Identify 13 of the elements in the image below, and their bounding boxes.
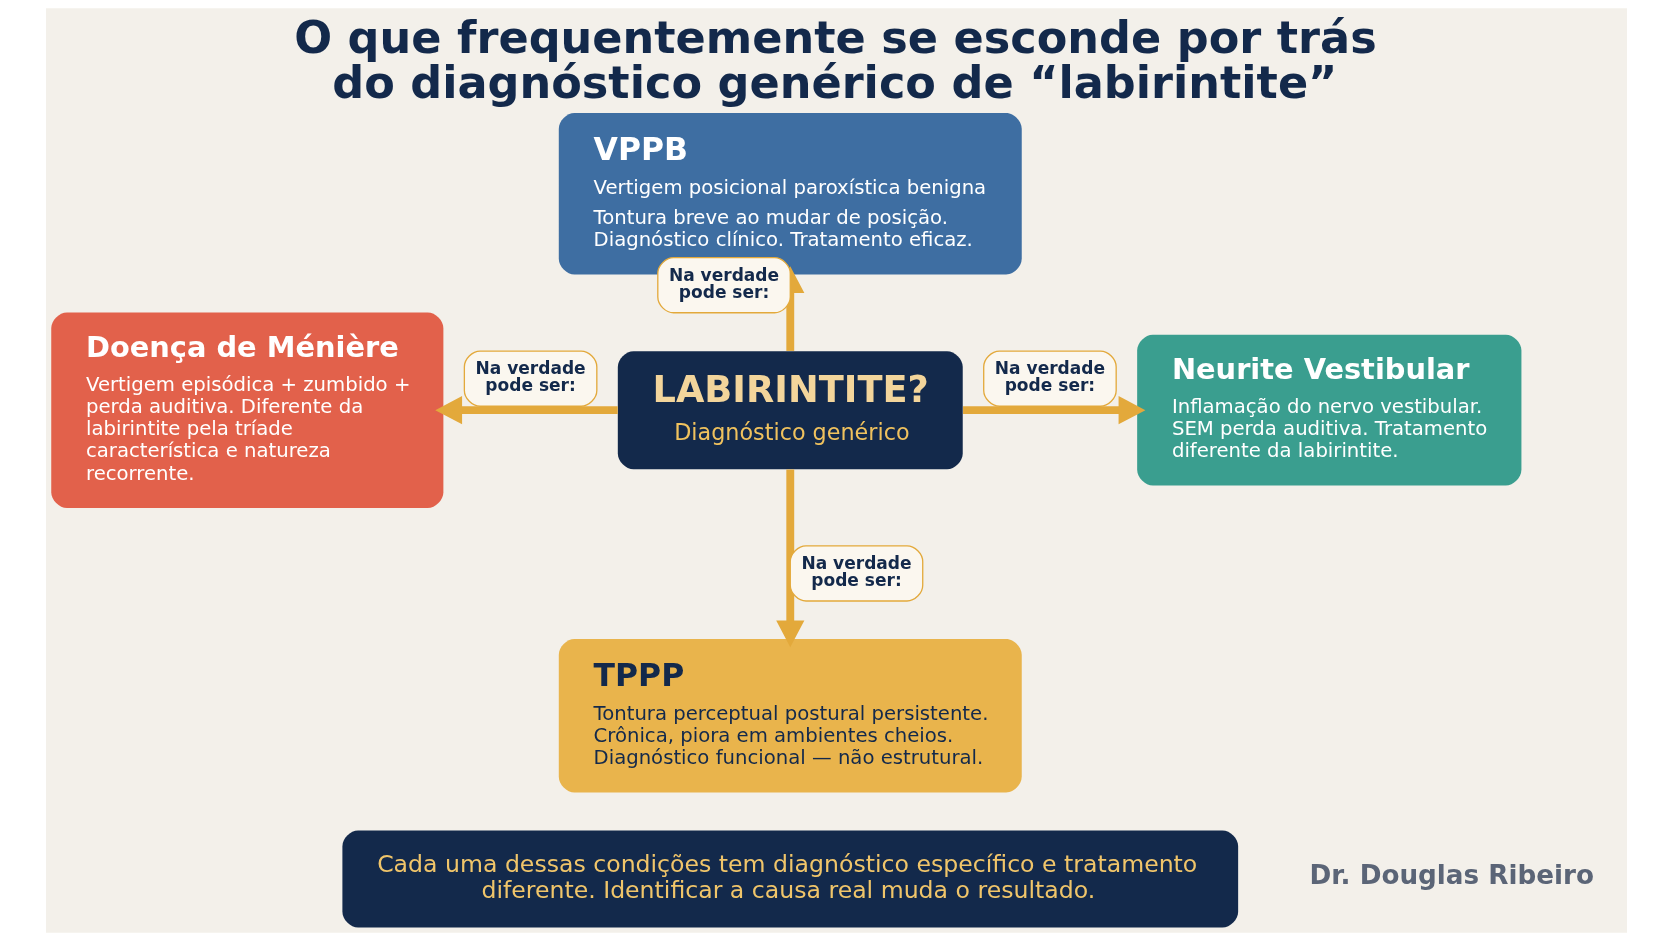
edge-label: Na verdade pode ser:: [800, 552, 912, 590]
label: Dr. Douglas Ribeiro: [1309, 860, 1594, 891]
node-box: Doença de Ménière Vertigem episódica + zumbido + perda auditiva. Diferente da labirintite pela tríade característica e natureza recorrente.: [50, 312, 443, 508]
node-box: Cada uma dessas condições tem diagnóstico específico e tratamento diferente. Identificar a causa real muda o resultado.: [341, 830, 1238, 928]
edge-label: Na verdade pode ser:: [994, 357, 1105, 396]
edge-label: Na verdade pode ser:: [475, 357, 586, 396]
node-box: LABIRINTITE? Diagnóstico genérico: [617, 351, 963, 470]
node-box: Neurite Vestibular Inflamação do nervo vestibular. SEM perda auditiva. Tratamento diferente da labirintite.: [1136, 334, 1521, 486]
arrow: [962, 396, 1145, 425]
arrow: [775, 469, 804, 648]
arrow: [434, 396, 618, 425]
node-box: TPPP Tontura perceptual postural persistente. Crônica, piora em ambientes cheios. Diagnóstico funcional — não estrutural.: [558, 639, 1022, 793]
diagram-title: O que frequentemente se esconde por trás do diagnóstico genérico de “labirintite”: [293, 12, 1377, 109]
